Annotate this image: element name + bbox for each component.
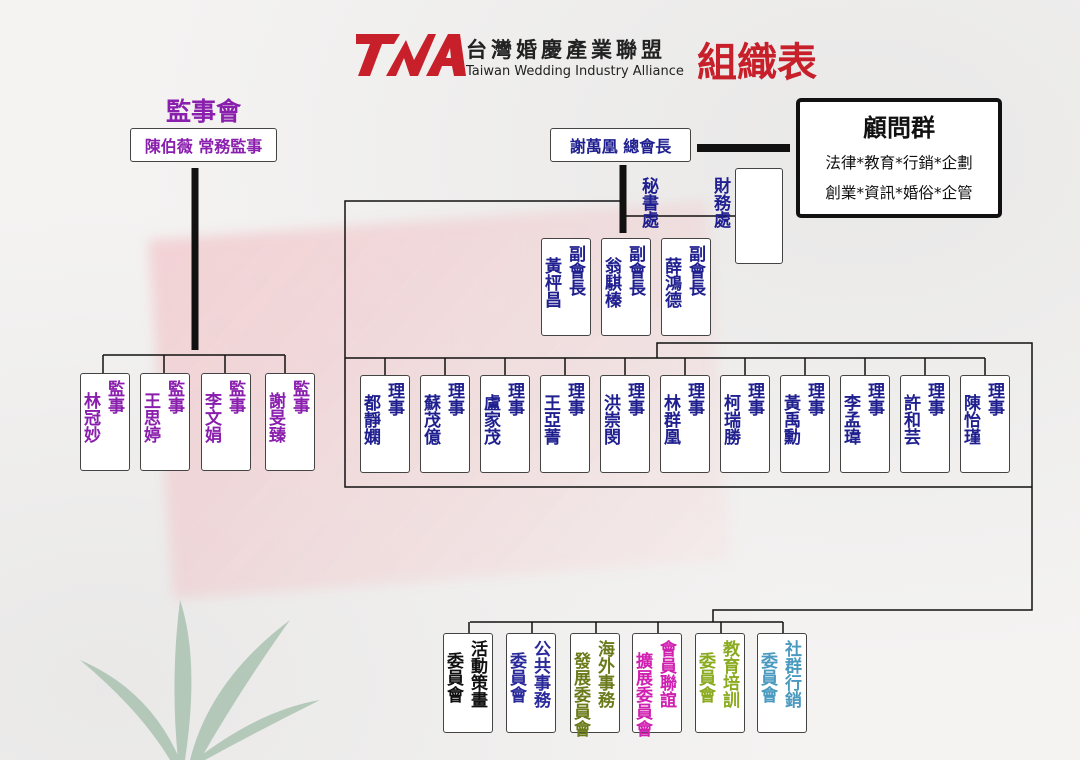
director-box: 理事盧家茂 <box>480 375 530 473</box>
box-col-1: 教育培訓 <box>719 640 739 708</box>
twa-logo <box>356 34 466 76</box>
director-box: 理事許和芸 <box>900 375 950 473</box>
box-col-1: 理事 <box>924 382 944 416</box>
box-col-2: 許和芸 <box>900 394 920 445</box>
committee-box: 活動策畫委員會 <box>443 633 493 733</box>
box-col-2: 陳怡瑾 <box>960 394 980 445</box>
box-col-1: 副會長 <box>625 245 645 296</box>
org-name-en: Taiwan Wedding Industry Alliance <box>466 64 684 79</box>
box-col-1: 理事 <box>564 382 584 416</box>
box-col-1: 理事 <box>984 382 1004 416</box>
secretariat-office: 秘書處 <box>638 177 658 228</box>
committee-box: 會員聯誼擴展委員會 <box>632 633 682 737</box>
advisors-line-2: 創業*資訊*婚俗*企管 <box>825 184 973 202</box>
advisors-title: 顧問群 <box>863 114 935 142</box>
box-col-1: 理事 <box>684 382 704 416</box>
page-title: 組織表 <box>697 40 817 86</box>
box-col-2: 黃枰昌 <box>541 257 561 308</box>
box-col-1: 監事 <box>104 380 124 414</box>
supervisor-box: 監事王思婷 <box>140 373 190 471</box>
director-box: 理事洪崇閔 <box>600 375 650 473</box>
box-col-2: 委員會 <box>506 652 526 703</box>
director-box: 理事都靜嫻 <box>360 375 410 473</box>
box-col-1: 理事 <box>744 382 764 416</box>
box-col-1: 活動策畫 <box>467 640 487 708</box>
box-col-2: 李孟瑋 <box>840 394 860 445</box>
finance-office: 財務處 <box>710 177 730 228</box>
box-col-1: 副會長 <box>565 245 585 296</box>
box-col-1: 理事 <box>444 382 464 416</box>
chief-supervisor-box: 陳伯薇 常務監事 <box>130 128 277 162</box>
box-col-2: 委員會 <box>443 652 463 703</box>
box-col-2: 蘇茂億 <box>420 394 440 445</box>
box-col-2: 謝旻臻 <box>265 392 285 443</box>
box-col-2: 王思婷 <box>140 392 160 443</box>
president-box: 謝萬凰 總會長 <box>550 128 691 162</box>
offices-box: 財務處 秘書處 <box>638 168 783 264</box>
box-col-2: 委員會 <box>757 652 777 703</box>
director-box: 理事柯瑞勝 <box>720 375 770 473</box>
box-col-2: 都靜嫻 <box>360 394 380 445</box>
supervisor-box: 監事謝旻臻 <box>265 373 315 471</box>
box-col-2: 委員會 <box>695 652 715 703</box>
box-col-1: 海外事務 <box>594 640 614 708</box>
advisors-box: 顧問群 法律*教育*行銷*企劃 創業*資訊*婚俗*企管 <box>796 98 1002 218</box>
director-box: 理事林群凰 <box>660 375 710 473</box>
box-col-2: 發展委員會 <box>570 652 590 737</box>
supervisory-board-title: 監事會 <box>165 97 241 126</box>
director-box: 理事黃禹勳 <box>780 375 830 473</box>
box-col-1: 理事 <box>624 382 644 416</box>
box-col-2: 擴展委員會 <box>632 652 652 737</box>
vice-president-box: 副會長薛鴻德 <box>661 238 711 336</box>
box-col-2: 翁騏榛 <box>601 257 621 308</box>
box-col-2: 林冠妙 <box>80 392 100 443</box>
box-col-2: 盧家茂 <box>480 394 500 445</box>
box-col-1: 理事 <box>504 382 524 416</box>
box-col-1: 監事 <box>225 380 245 414</box>
committee-box: 教育培訓委員會 <box>695 633 745 733</box>
box-col-1: 監事 <box>164 380 184 414</box>
box-col-1: 理事 <box>864 382 884 416</box>
org-name-zh: 台灣婚慶產業聯盟 <box>466 38 666 62</box>
box-col-1: 會員聯誼 <box>656 640 676 708</box>
supervisor-box: 監事林冠妙 <box>80 373 130 471</box>
director-box: 理事陳怡瑾 <box>960 375 1010 473</box>
box-col-1: 副會長 <box>685 245 705 296</box>
committee-box: 社群行銷委員會 <box>757 633 807 733</box>
vice-president-box: 副會長黃枰昌 <box>541 238 591 336</box>
supervisor-box: 監事李文娟 <box>201 373 251 471</box>
box-col-2: 林群凰 <box>660 394 680 445</box>
box-col-1: 公共事務 <box>530 640 550 708</box>
vice-president-box: 副會長翁騏榛 <box>601 238 651 336</box>
box-col-1: 監事 <box>289 380 309 414</box>
advisors-line-1: 法律*教育*行銷*企劃 <box>825 154 973 172</box>
box-col-2: 洪崇閔 <box>600 394 620 445</box>
box-col-2: 柯瑞勝 <box>720 394 740 445</box>
director-box: 理事李孟瑋 <box>840 375 890 473</box>
box-col-2: 黃禹勳 <box>780 394 800 445</box>
box-col-1: 社群行銷 <box>781 640 801 708</box>
committee-box: 海外事務發展委員會 <box>570 633 620 737</box>
box-col-2: 王亞菁 <box>540 394 560 445</box>
plant-decoration <box>80 600 320 760</box>
director-box: 理事王亞菁 <box>540 375 590 473</box>
committee-box: 公共事務委員會 <box>506 633 556 733</box>
director-box: 理事蘇茂億 <box>420 375 470 473</box>
box-col-2: 李文娟 <box>201 392 221 443</box>
box-col-1: 理事 <box>804 382 824 416</box>
box-col-2: 薛鴻德 <box>661 257 681 308</box>
box-col-1: 理事 <box>384 382 404 416</box>
